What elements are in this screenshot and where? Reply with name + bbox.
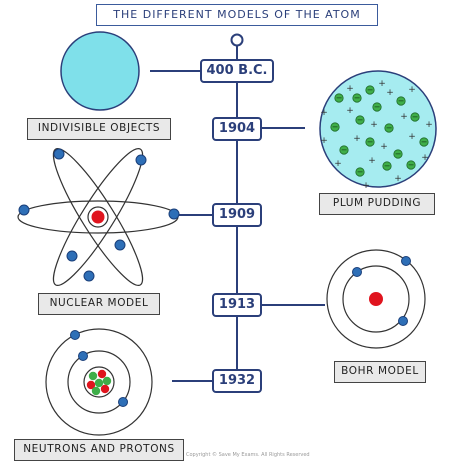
plus-sign: +	[353, 134, 361, 144]
electron-minus	[365, 85, 375, 95]
electron-minus	[382, 161, 392, 171]
minus-sign: −	[354, 94, 361, 103]
minus-sign: −	[398, 97, 405, 106]
electron-minus	[352, 93, 362, 103]
neutron	[102, 376, 112, 386]
plus-sign: +	[394, 174, 402, 184]
proton	[86, 380, 96, 390]
label-nuclear-model: NUCLEAR MODEL	[38, 293, 160, 315]
electron-minus	[419, 137, 429, 147]
plus-sign: +	[362, 181, 370, 191]
electron	[398, 316, 408, 326]
bohr-model	[326, 249, 426, 349]
minus-sign: −	[341, 146, 348, 155]
year-1904: 1904	[212, 117, 262, 141]
plus-sign: +	[320, 108, 328, 118]
plus-sign: +	[320, 136, 328, 146]
minus-sign: −	[357, 116, 364, 125]
plus-sign: +	[408, 132, 416, 142]
electron-minus	[410, 112, 420, 122]
plus-sign: +	[334, 159, 342, 169]
copyright-text: Copyright © Save My Exams. All Rights Re…	[186, 452, 310, 458]
proton	[97, 369, 107, 379]
electron	[114, 239, 126, 251]
proton	[100, 384, 110, 394]
minus-sign: −	[332, 123, 339, 132]
neutron	[94, 378, 104, 388]
electron-minus	[393, 149, 403, 159]
plus-sign: +	[370, 120, 378, 130]
plus-sign: +	[346, 84, 354, 94]
neutron	[91, 386, 101, 396]
electron-minus	[372, 102, 382, 112]
year-1913: 1913	[212, 293, 262, 317]
plus-sign: +	[386, 88, 394, 98]
electron	[168, 208, 180, 220]
electron	[66, 250, 78, 262]
neutrons-protons-model	[45, 328, 153, 436]
electron	[53, 148, 65, 160]
minus-sign: −	[408, 161, 415, 170]
minus-sign: −	[367, 138, 374, 147]
electron-minus	[396, 96, 406, 106]
electron-minus	[406, 160, 416, 170]
minus-sign: −	[367, 86, 374, 95]
electron-minus	[339, 145, 349, 155]
nucleus	[91, 210, 105, 224]
neutron	[88, 371, 98, 381]
electron	[352, 267, 362, 277]
label-bohr-model: BOHR MODEL	[334, 361, 426, 383]
electron-minus	[355, 167, 365, 177]
nuclear-model	[17, 148, 180, 286]
minus-sign: −	[395, 150, 402, 159]
electron	[18, 204, 30, 216]
minus-sign: −	[386, 124, 393, 133]
label-neutrons-and-protons: NEUTRONS AND PROTONS	[14, 439, 184, 461]
plum-pudding-model: −−−−−−−−−−−−−−−−++++++++++++++++++	[319, 70, 437, 191]
electron	[135, 154, 147, 166]
electron	[78, 351, 88, 361]
label-plum-pudding: PLUM PUDDING	[319, 193, 435, 215]
nucleus	[369, 292, 383, 306]
plus-sign: +	[425, 120, 433, 130]
minus-sign: −	[357, 168, 364, 177]
diagram-title: THE DIFFERENT MODELS OF THE ATOM	[96, 4, 378, 26]
electron-minus	[384, 123, 394, 133]
minus-sign: −	[421, 138, 428, 147]
year-1932: 1932	[212, 369, 262, 393]
electron-minus	[355, 115, 365, 125]
electron-minus	[365, 137, 375, 147]
year-1909: 1909	[212, 203, 262, 227]
electron-minus	[330, 122, 340, 132]
plus-sign: +	[408, 85, 416, 95]
plus-sign: +	[421, 153, 429, 163]
electron	[83, 270, 95, 282]
year-400bc: 400 B.C.	[200, 59, 274, 83]
electron	[70, 330, 80, 340]
minus-sign: −	[384, 162, 391, 171]
electron	[401, 256, 411, 266]
electron	[118, 397, 128, 407]
minus-sign: −	[412, 113, 419, 122]
minus-sign: −	[336, 94, 343, 103]
plus-sign: +	[378, 79, 386, 89]
label-indivisible-objects: INDIVISIBLE OBJECTS	[27, 118, 171, 140]
timeline-start-marker	[230, 33, 244, 47]
plus-sign: +	[368, 156, 376, 166]
minus-sign: −	[374, 103, 381, 112]
plus-sign: +	[400, 112, 408, 122]
electron-minus	[334, 93, 344, 103]
plus-sign: +	[346, 106, 354, 116]
indivisible-sphere	[60, 31, 140, 111]
plus-sign: +	[380, 142, 388, 152]
